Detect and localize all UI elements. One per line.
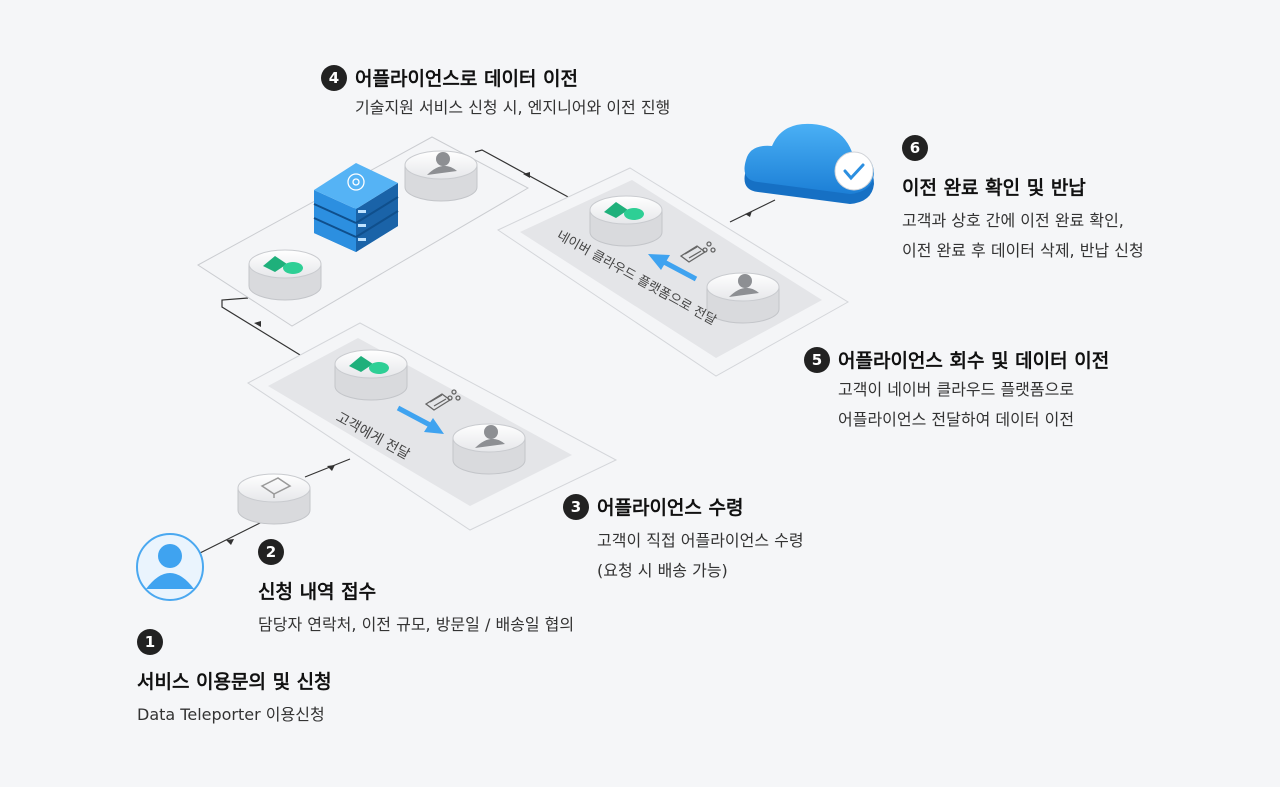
appliance-icon <box>349 356 389 374</box>
step-number: 2 <box>258 539 284 565</box>
step-3: 3 어플라이언스 수령 고객이 직접 어플라이언스 수령 (요청 시 배송 가능) <box>563 493 804 586</box>
arrow-to-ncp <box>648 254 698 282</box>
truck-icon <box>679 241 716 263</box>
person-disk-5 <box>706 272 780 324</box>
person-disk-3 <box>452 423 526 475</box>
step-desc: 담당자 연락처, 이전 규모, 방문일 / 배송일 협의 <box>258 615 575 634</box>
appliance-disk-4 <box>248 249 322 301</box>
step-desc-line: 고객이 직접 어플라이언스 수령 <box>597 531 804 550</box>
step-title: 이전 완료 확인 및 반납 <box>902 177 1086 199</box>
monitor-icon <box>260 477 292 498</box>
person-icon <box>729 274 759 297</box>
server-stack-icon <box>313 163 399 252</box>
check-icon <box>834 151 874 191</box>
step-number: 1 <box>137 629 163 655</box>
person-disk-4 <box>404 150 478 202</box>
step-desc-line: 고객과 상호 간에 이전 완료 확인, <box>902 211 1124 230</box>
person-icon <box>475 425 505 448</box>
step-title: 어플라이언스 회수 및 데이터 이전 <box>838 350 1110 372</box>
step-1: 1 서비스 이용문의 및 신청 Data Teleporter 이용신청 <box>137 629 332 730</box>
step-title: 어플라이언스 수령 <box>597 497 744 519</box>
step-desc: 기술지원 서비스 신청 시, 엔지니어와 이전 진행 <box>355 98 671 117</box>
appliance-icon <box>263 256 303 274</box>
step-number: 6 <box>902 135 928 161</box>
appliance-disk-3 <box>334 349 408 401</box>
step-2: 2 신청 내역 접수 담당자 연락처, 이전 규모, 방문일 / 배송일 협의 <box>258 539 574 640</box>
step-number: 3 <box>563 493 589 520</box>
step-5: 5 어플라이언스 회수 및 데이터 이전 고객이 네이버 클라우드 플랫폼으로 어… <box>804 346 1109 435</box>
step-6: 6 이전 완료 확인 및 반납 고객과 상호 간에 이전 완료 확인, 이전 완… <box>902 135 1144 266</box>
step-desc-line: 이전 완료 후 데이터 삭제, 반납 신청 <box>902 241 1144 260</box>
step-desc-line: 어플라이언스 전달하여 데이터 이전 <box>838 410 1075 429</box>
step-title: 서비스 이용문의 및 신청 <box>137 671 332 693</box>
truck-icon <box>424 389 461 411</box>
step-desc-line: 고객이 네이버 클라우드 플랫폼으로 <box>838 380 1075 399</box>
connector-lines <box>199 149 776 554</box>
appliance-disk-5 <box>589 195 663 247</box>
step-desc: Data Teleporter 이용신청 <box>137 705 325 724</box>
step-title: 어플라이언스로 데이터 이전 <box>355 68 578 90</box>
appliance-icon <box>604 202 644 220</box>
step-desc-line: (요청 시 배송 가능) <box>597 561 728 580</box>
monitor-disk <box>237 473 311 525</box>
step-number: 4 <box>321 64 347 91</box>
step-4: 4 어플라이언스로 데이터 이전 기술지원 서비스 신청 시, 엔지니어와 이전 … <box>321 64 670 123</box>
platform-deliver-ncp <box>496 167 849 377</box>
arrow-to-customer <box>396 405 444 434</box>
step-number: 5 <box>804 346 830 373</box>
step-title: 신청 내역 접수 <box>258 581 377 603</box>
person-icon <box>427 152 457 175</box>
user-avatar-icon <box>136 533 204 601</box>
